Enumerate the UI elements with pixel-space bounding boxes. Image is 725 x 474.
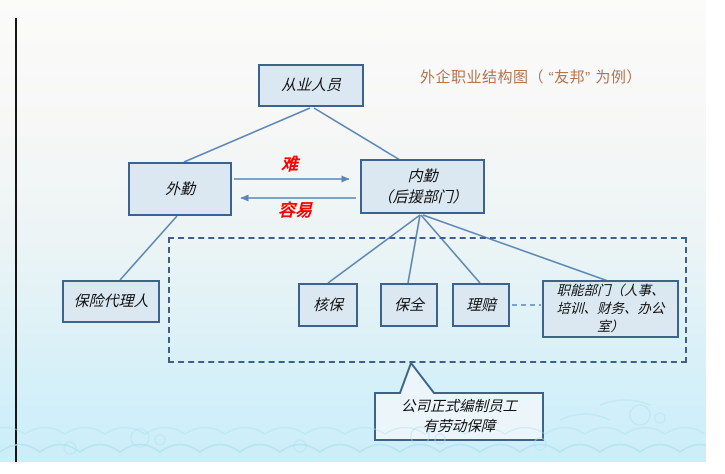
slide-background: 外企职业结构图（ “友邦” 为例） 从业人员 外勤 内勤 （后援部门） 保险代理… xyxy=(0,0,706,462)
dashed-group-frame xyxy=(168,237,687,363)
node-neiqin: 内勤 （后援部门） xyxy=(360,159,485,214)
edge-label-easy: 容易 xyxy=(278,201,312,221)
wave-decoration xyxy=(0,399,706,455)
node-baoxian-dailiren: 保险代理人 xyxy=(62,280,160,323)
callout-note: 公司正式编制员工 有劳动保障 xyxy=(401,398,517,435)
connector-line xyxy=(313,107,401,161)
node-baoquan: 保全 xyxy=(380,283,438,327)
node-congye-renyuan: 从业人员 xyxy=(258,64,364,107)
node-zhineng-bumen: 职能部门（人事、 培训、财务、办公 室） xyxy=(542,280,679,338)
node-hebao: 核保 xyxy=(298,283,358,327)
slide-title: 外企职业结构图（ “友邦” 为例） xyxy=(420,69,642,86)
node-lipei: 理赔 xyxy=(452,283,510,327)
left-margin-line xyxy=(15,18,17,462)
node-waiqin: 外勤 xyxy=(128,162,232,216)
edge-label-hard: 难 xyxy=(281,155,298,175)
